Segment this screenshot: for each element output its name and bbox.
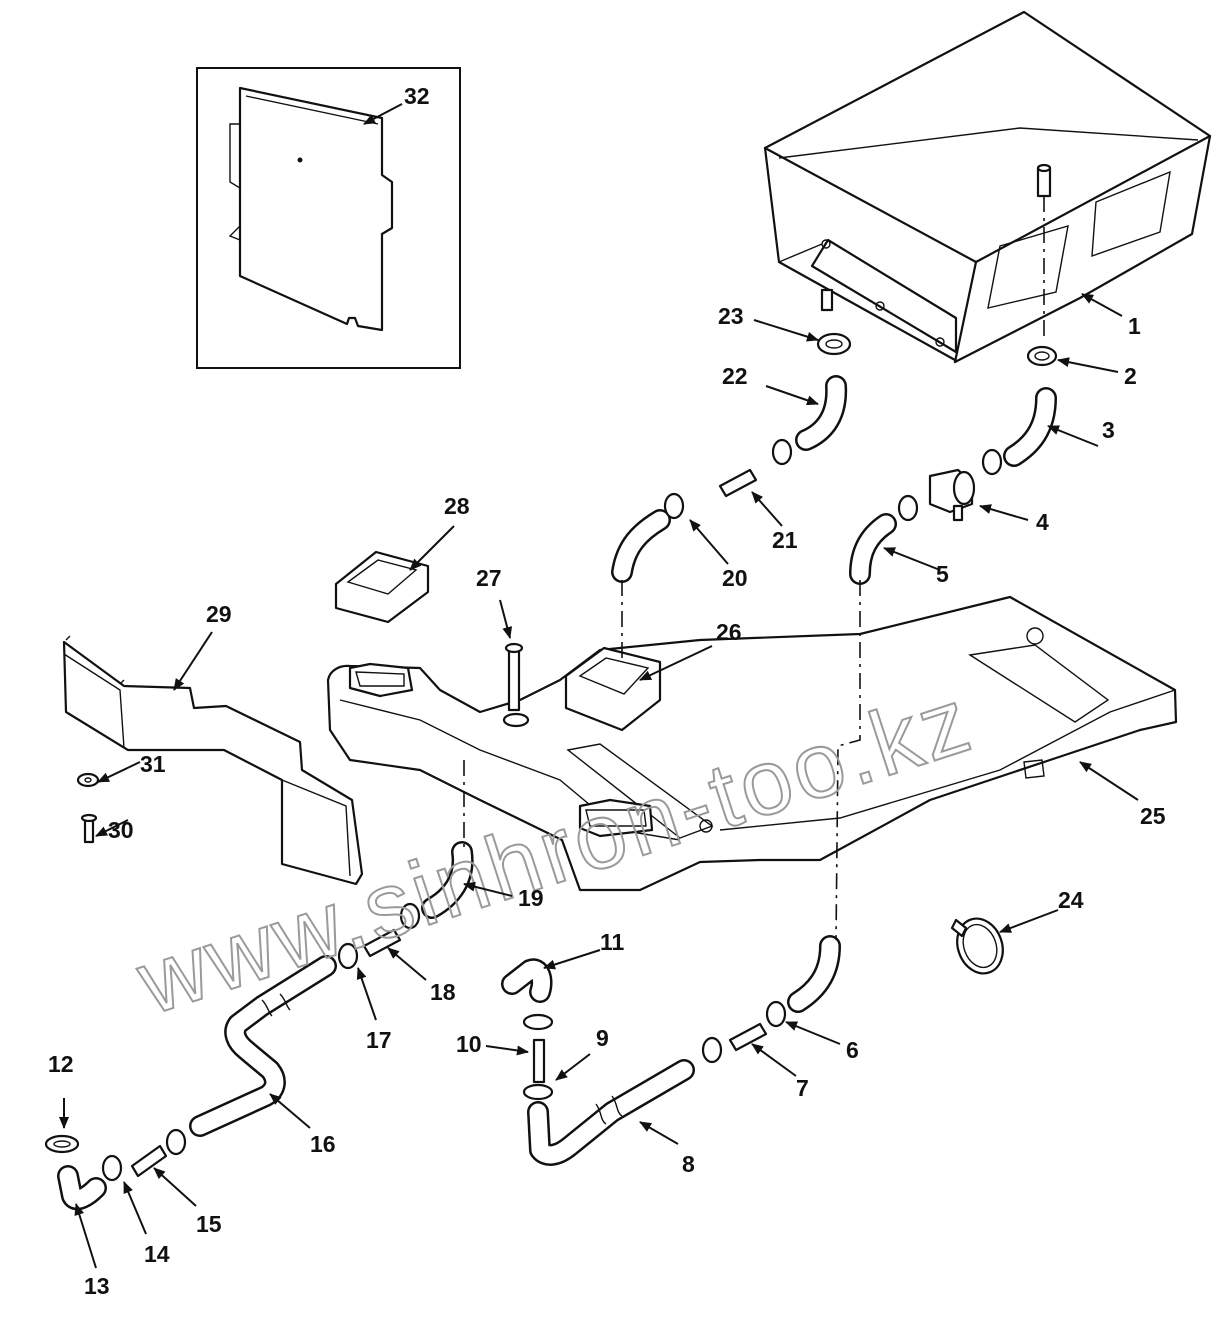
callout-1: 1	[1128, 313, 1141, 339]
reservoir-base-25	[326, 595, 1178, 892]
callout-20: 20	[722, 565, 748, 591]
callout-12: 12	[48, 1051, 74, 1077]
callout-26: 26	[716, 619, 742, 645]
callout-22: 22	[722, 363, 748, 389]
callout-7: 7	[796, 1075, 809, 1101]
elbow-11	[501, 958, 553, 1003]
callout-4: 4	[1036, 509, 1049, 535]
callout-31: 31	[140, 751, 166, 777]
elbow-13	[57, 1165, 107, 1211]
callout-29: 29	[206, 601, 232, 627]
callout-5: 5	[936, 561, 949, 587]
bolt-30	[80, 813, 98, 844]
callout-19: 19	[518, 885, 544, 911]
leader-lines	[59, 103, 1139, 1269]
centerlines	[463, 196, 1045, 941]
callout-28: 28	[444, 493, 470, 519]
valve-4	[928, 468, 976, 522]
callout-25: 25	[1140, 803, 1166, 829]
hose-8	[527, 1059, 695, 1166]
callout-8: 8	[682, 1151, 695, 1177]
callout-18: 18	[430, 979, 456, 1005]
callout-13: 13	[84, 1273, 110, 1299]
callout-32: 32	[404, 83, 430, 109]
callout-17: 17	[366, 1027, 392, 1053]
callout-27: 27	[476, 565, 502, 591]
callout-24: 24	[1058, 887, 1084, 913]
callout-23: 23	[718, 303, 744, 329]
hose-clamps	[44, 332, 1058, 1182]
callout-16: 16	[310, 1131, 336, 1157]
gasket-28	[334, 550, 430, 624]
callout-15: 15	[196, 1211, 222, 1237]
callout-21: 21	[772, 527, 798, 553]
tank-box-1	[763, 10, 1212, 364]
inset-panel-32	[196, 67, 461, 369]
callout-11: 11	[600, 929, 625, 955]
callout-9: 9	[596, 1025, 609, 1051]
screw-27	[502, 642, 530, 728]
callout-30: 30	[108, 817, 134, 843]
hoses-upper	[421, 375, 1057, 1013]
bracket-29	[62, 635, 364, 886]
connector-tubes	[130, 468, 768, 1178]
washer-31	[76, 772, 100, 788]
callout-10: 10	[456, 1031, 482, 1057]
callout-3: 3	[1102, 417, 1115, 443]
clamp-24	[950, 917, 1004, 975]
hose-16	[189, 955, 337, 1137]
callout-labels: 1 2 3 4 5 6 7 8 9 10 11 12 13 14 15 16 1…	[48, 83, 1166, 1299]
gasket-26	[564, 646, 662, 732]
callout-6: 6	[846, 1037, 859, 1063]
callout-2: 2	[1124, 363, 1137, 389]
callout-14: 14	[144, 1241, 170, 1267]
